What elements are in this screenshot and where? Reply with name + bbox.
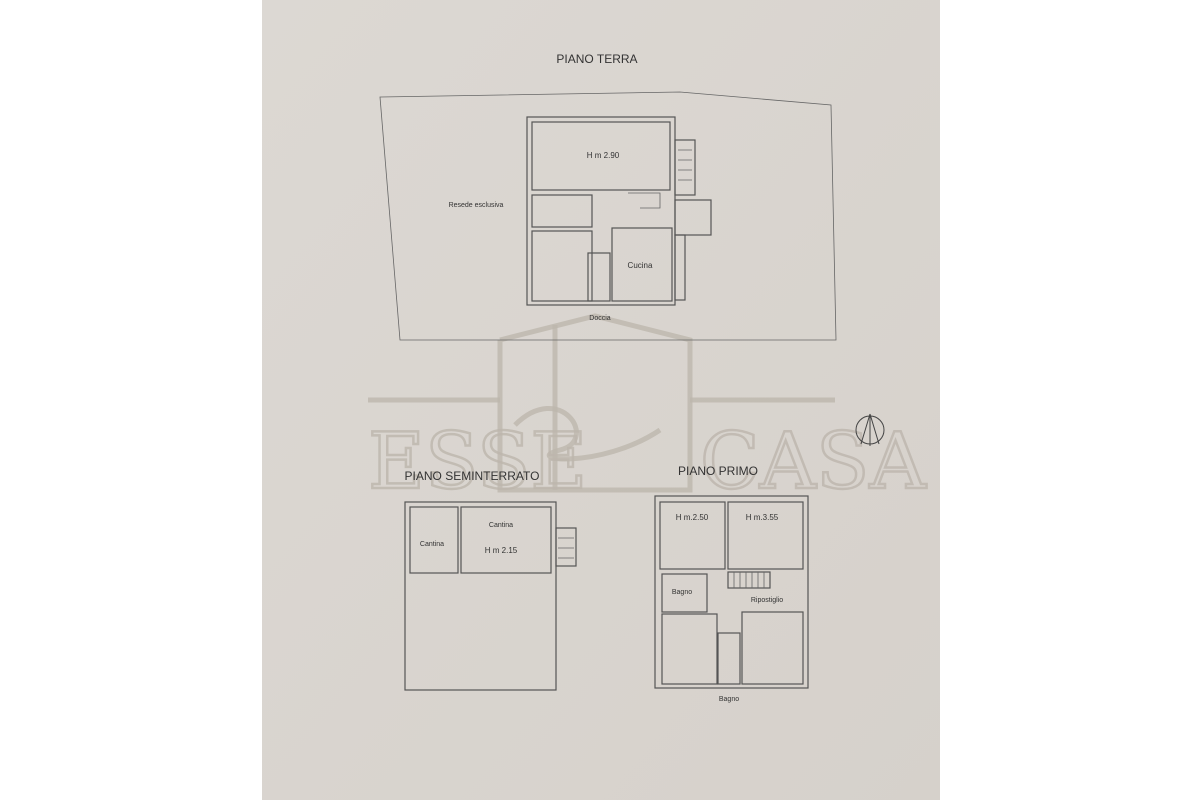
room-label-height: H m 2.15 <box>485 546 518 555</box>
room-label-height-left: H m.2.50 <box>676 513 709 522</box>
piano-terra-plan <box>379 91 837 341</box>
piano-primo-plan <box>654 495 809 689</box>
piano-seminterrato-title: PIANO SEMINTERRATO <box>405 469 540 483</box>
piano-seminterrato-plan <box>404 501 577 691</box>
room-label-height-right: H m.3.55 <box>746 513 779 522</box>
room-label-cellar-left: Cantina <box>420 541 444 548</box>
watermark-text-right: CASA <box>700 417 927 507</box>
room-label-yard: Resede esclusiva <box>449 202 504 209</box>
room-label-kitchen: Cucina <box>628 261 653 270</box>
room-label-bath-left: Bagno <box>672 589 692 596</box>
piano-terra-title: PIANO TERRA <box>556 52 637 66</box>
north-arrow-icon <box>855 413 885 446</box>
room-label-bath-bottom: Bagno <box>719 696 739 703</box>
watermark-text-left: ESSE <box>368 417 587 507</box>
room-label-cellar-right: Cantina <box>489 522 513 529</box>
room-label-shower: Doccia <box>589 315 611 322</box>
room-label-storage: Ripostiglio <box>751 597 783 604</box>
piano-primo-title: PIANO PRIMO <box>678 464 758 478</box>
watermark-logo: ESSE CASA <box>367 313 929 508</box>
paper <box>262 0 940 800</box>
room-label-height: H m 2.90 <box>587 151 620 160</box>
